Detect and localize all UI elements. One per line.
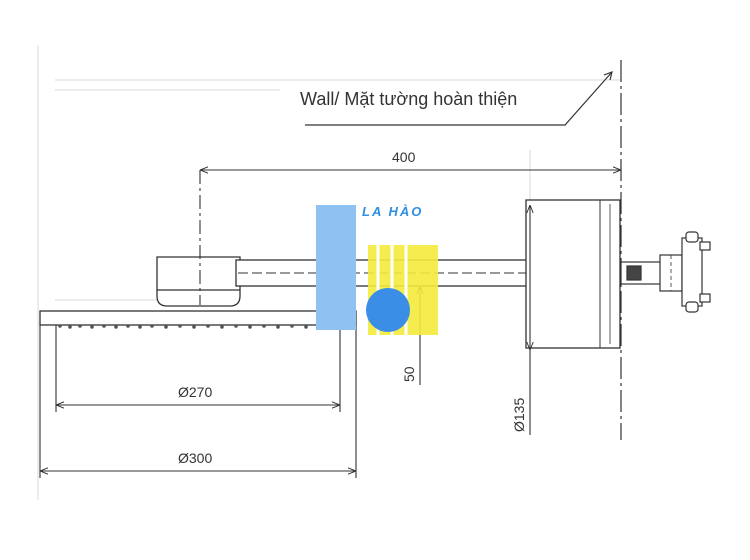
- dim-flange-diameter-label: Ø135: [511, 398, 527, 432]
- shower-connector: [156, 256, 241, 307]
- wall-label: Wall/ Mặt tường hoàn thiện: [300, 89, 517, 109]
- wall-bracket: [620, 231, 711, 313]
- brand-logo: LA HÀO: [316, 204, 438, 335]
- dimension-inner-diameter: [55, 325, 341, 412]
- dim-inner-diameter-label: Ø270: [178, 384, 212, 400]
- dim-drop-label: 50: [401, 366, 417, 382]
- dimension-arm-length: [199, 170, 621, 305]
- shower-plate: [39, 310, 357, 326]
- dim-outer-diameter-label: Ø300: [178, 450, 212, 466]
- dim-arm-length-label: 400: [392, 149, 416, 165]
- wall-flange: [525, 199, 621, 349]
- wall-callout-leader: [305, 71, 613, 126]
- shower-head: [39, 256, 357, 326]
- brand-logo-text: LA HÀO: [362, 204, 423, 219]
- dimension-outer-diameter: [39, 325, 357, 478]
